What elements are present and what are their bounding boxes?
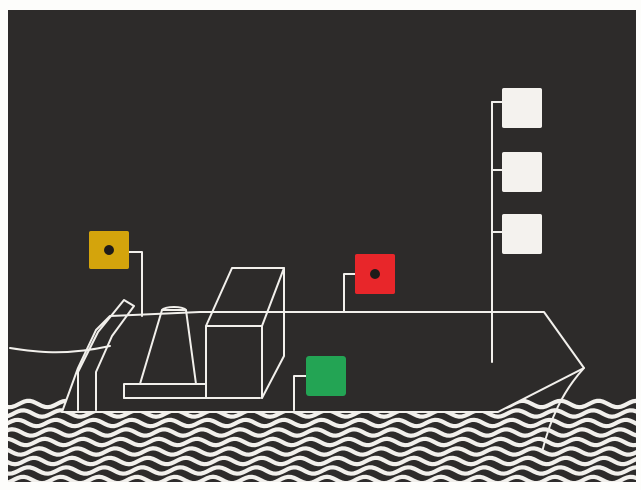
hull-bow-line (61, 311, 201, 413)
stern-rail (77, 299, 135, 411)
wave-line (8, 465, 636, 476)
masthead-white-signal-2 (502, 152, 542, 192)
wave-line (8, 446, 636, 457)
amber-signal-stand (127, 251, 143, 317)
wave-line (8, 455, 636, 467)
stem-line (541, 367, 585, 453)
deckhouse-front (205, 325, 263, 399)
wave-line (8, 436, 636, 448)
amber-signal-dot (104, 245, 114, 255)
deckhouse-top (205, 267, 285, 327)
masthead-white-signal-3 (502, 214, 542, 254)
wave-line (8, 474, 636, 482)
red-signal-dot (370, 269, 380, 279)
red-signal-stand (343, 273, 357, 313)
funnel-top (161, 306, 187, 311)
green-signal-board (306, 356, 346, 396)
tow-line (9, 345, 111, 354)
signal-boards (89, 88, 542, 396)
wave-line (8, 427, 636, 438)
water-waves (8, 398, 636, 482)
masthead-white-signal-1 (502, 88, 542, 128)
green-signal-stand (293, 375, 307, 411)
wave-line (8, 417, 636, 429)
vessel-outline (9, 101, 585, 453)
deckhouse-side (261, 267, 285, 399)
